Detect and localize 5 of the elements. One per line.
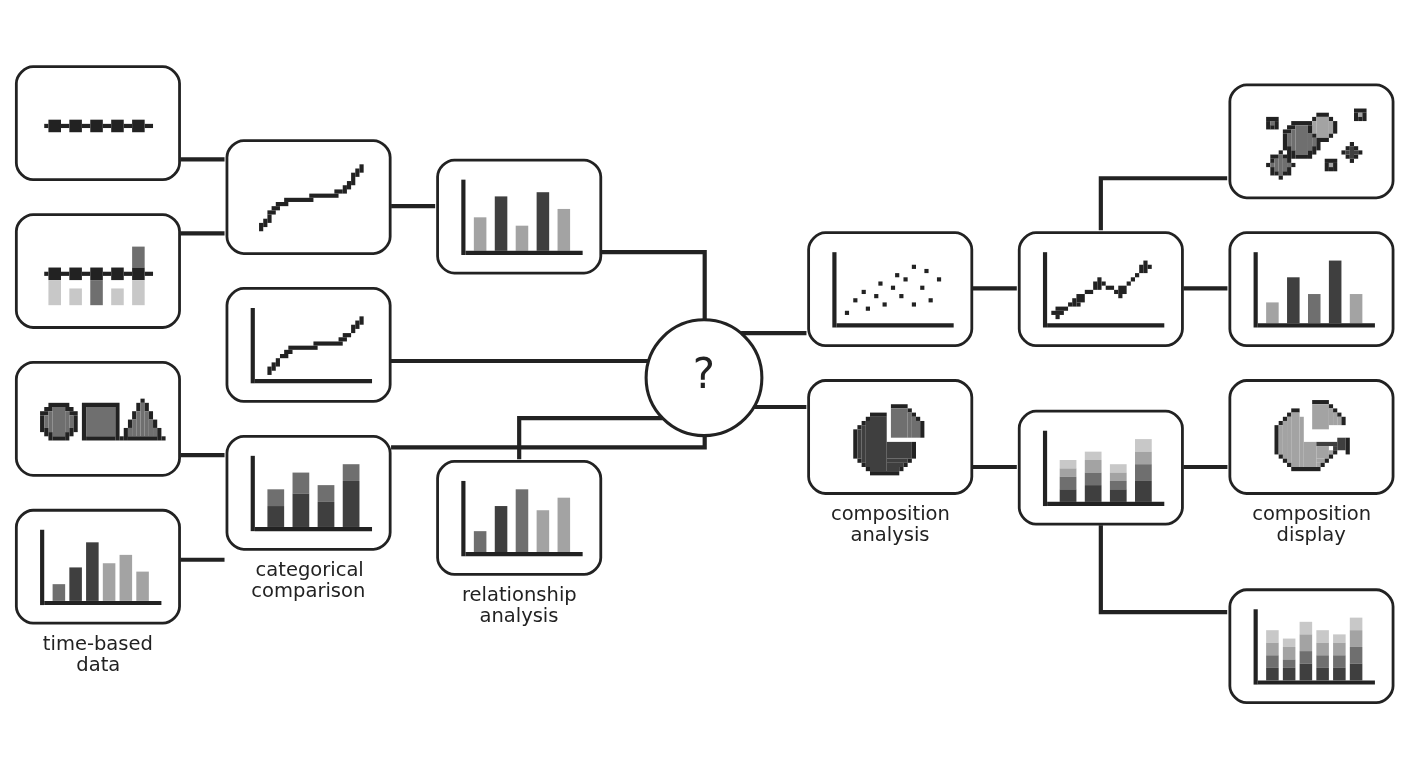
node-label: time-based data bbox=[42, 632, 153, 676]
node-label: categorical comparison bbox=[251, 558, 366, 602]
node-label: composition analysis bbox=[830, 502, 950, 547]
node-label: composition display bbox=[1252, 502, 1372, 547]
node-label: relationship analysis bbox=[461, 583, 577, 628]
